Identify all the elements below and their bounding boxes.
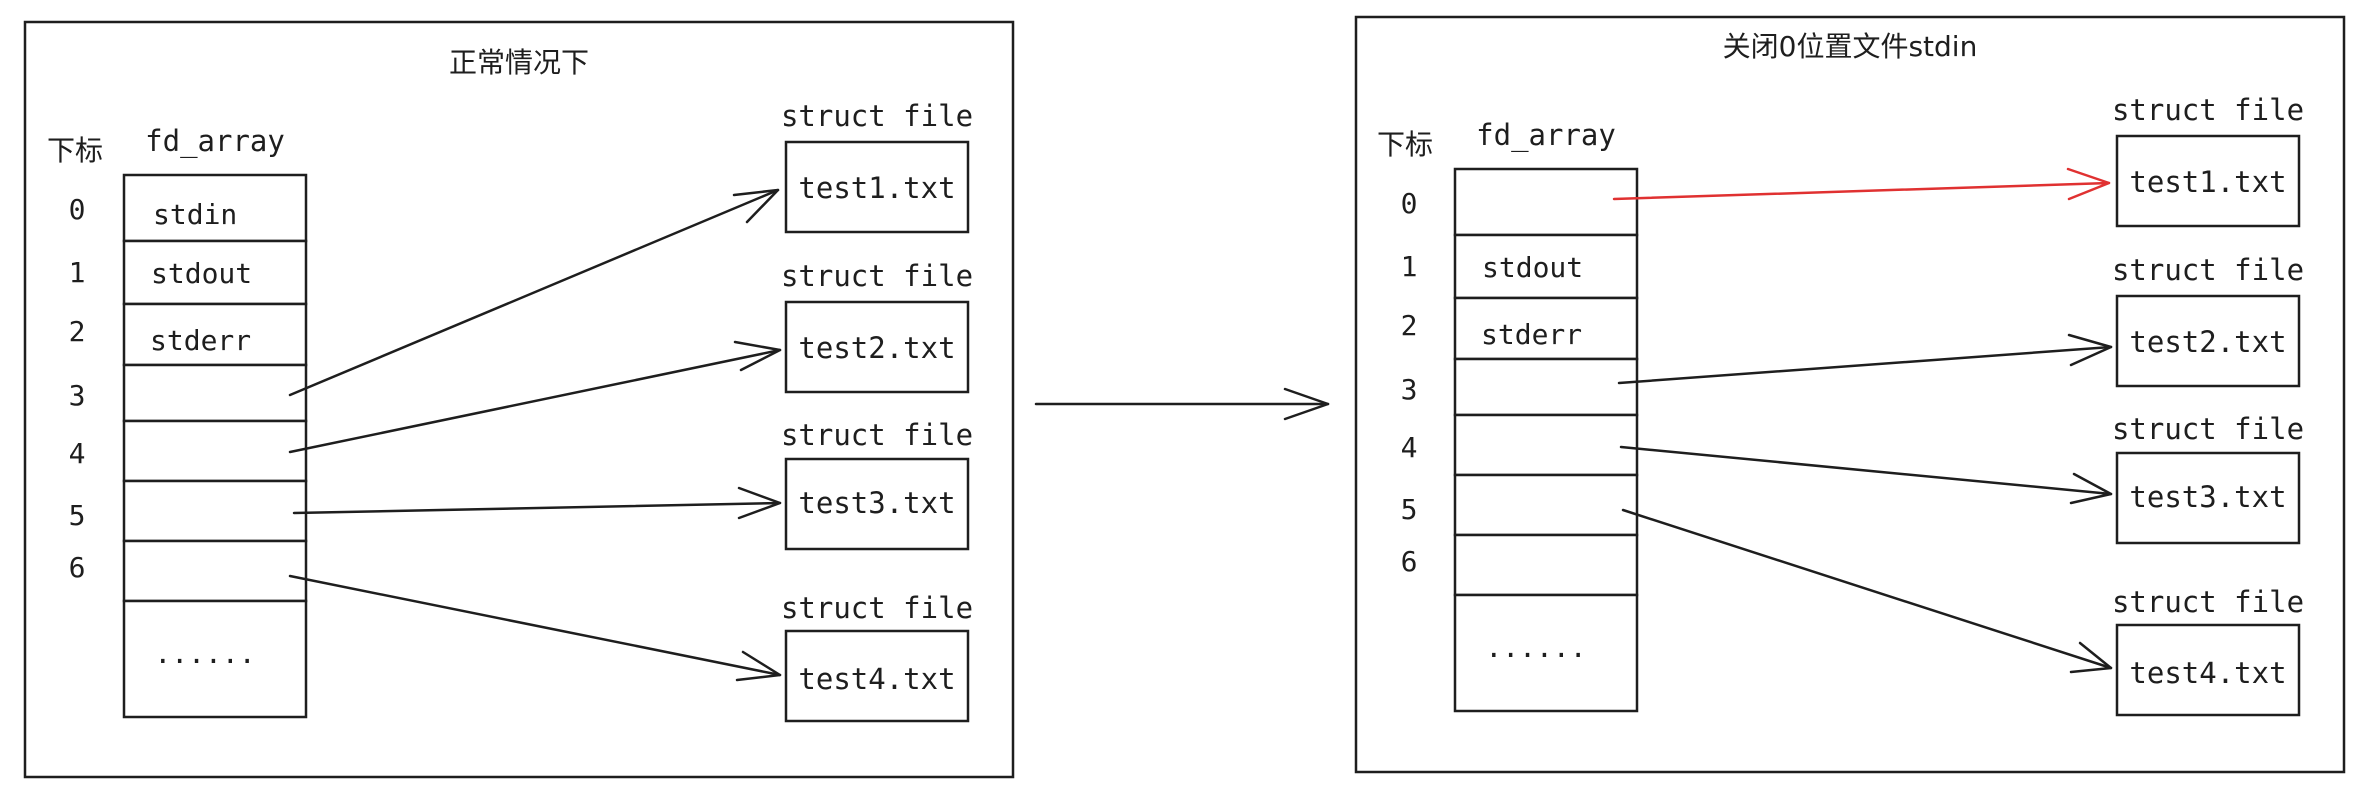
left-index-4: 4 — [69, 437, 86, 470]
left-file-3: test3.txt — [798, 486, 955, 520]
left-index-header: 下标 — [47, 134, 103, 167]
right-arrows — [1612, 167, 2113, 674]
right-index-1: 1 — [1401, 250, 1418, 283]
left-file-box-1 — [784, 140, 970, 234]
left-array-header: fd_array — [145, 124, 285, 159]
left-fd-cell-5 — [122, 479, 308, 543]
right-fd-cell-0 — [1453, 167, 1639, 237]
right-index-5: 5 — [1401, 493, 1418, 526]
right-struct-label-1: struct file — [2112, 93, 2304, 127]
right-file-3: test3.txt — [2129, 480, 2286, 514]
right-file-2: test2.txt — [2129, 325, 2286, 359]
left-fd-cell-0-label: stdin — [153, 198, 237, 231]
left-index-2: 2 — [69, 315, 86, 348]
left-panel-title: 正常情况下 — [449, 46, 589, 79]
left-file-box-2 — [784, 300, 970, 394]
left-arrow-fd6-to-test4 — [288, 574, 782, 682]
right-index-3: 3 — [1401, 373, 1418, 406]
right-file-box-1 — [2115, 134, 2301, 228]
right-fd-cell-1-label: stdout — [1482, 251, 1583, 284]
right-fd-cell-4 — [1453, 413, 1639, 477]
right-index-0: 0 — [1401, 187, 1418, 220]
left-fd-ellipsis: ...... — [154, 637, 255, 670]
left-fd-array: stdin stdout stderr ...... — [122, 173, 308, 719]
left-index-3: 3 — [69, 379, 86, 412]
right-fd-cell-6 — [1453, 533, 1639, 597]
right-file-1: test1.txt — [2129, 165, 2286, 199]
left-arrow-fd5-to-test3 — [292, 486, 782, 520]
left-fd-cell-3 — [122, 363, 308, 423]
right-file-box-3 — [2115, 451, 2301, 545]
right-index-6: 6 — [1401, 545, 1418, 578]
right-struct-label-3: struct file — [2112, 412, 2304, 446]
left-struct-label-1: struct file — [781, 99, 973, 133]
left-file-1: test1.txt — [798, 171, 955, 205]
right-struct-label-2: struct file — [2112, 253, 2304, 287]
right-arrow-fd0-to-test1 — [1612, 167, 2111, 201]
right-fd-cell-more — [1453, 593, 1639, 713]
left-index-6: 6 — [69, 551, 86, 584]
right-fd-cell-3 — [1453, 357, 1639, 417]
left-file-4: test4.txt — [798, 662, 955, 696]
left-struct-label-4: struct file — [781, 591, 973, 625]
right-file-box-2 — [2115, 294, 2301, 388]
right-fd-cell-1 — [1453, 233, 1639, 300]
right-file-4: test4.txt — [2129, 656, 2286, 690]
left-fd-cell-4 — [122, 419, 308, 483]
right-array-header: fd_array — [1476, 118, 1616, 153]
left-fd-cell-6 — [122, 539, 308, 603]
transition-arrow — [1034, 387, 1330, 421]
right-fd-ellipsis: ...... — [1485, 631, 1586, 664]
right-struct-files: struct file test1.txt struct file test2.… — [2112, 93, 2304, 717]
left-index-1: 1 — [69, 256, 86, 289]
left-fd-cell-more — [122, 599, 308, 719]
right-fd-array: stdout stderr ...... — [1453, 167, 1639, 713]
left-struct-files: struct file test1.txt struct file test2.… — [781, 99, 973, 723]
left-arrow-fd4-to-test2 — [288, 340, 782, 454]
left-file-box-4 — [784, 629, 970, 723]
left-arrow-fd3-to-test1 — [288, 188, 780, 397]
right-file-box-4 — [2115, 623, 2301, 717]
right-index-header: 下标 — [1377, 128, 1433, 161]
left-fd-cell-1-label: stdout — [151, 257, 252, 290]
right-fd-cell-2 — [1453, 296, 1639, 361]
left-index-0: 0 — [69, 193, 86, 226]
right-struct-label-4: struct file — [2112, 585, 2304, 619]
right-fd-cell-5 — [1453, 473, 1639, 537]
right-arrow-fd3-to-test2 — [1617, 333, 2113, 385]
left-fd-cell-2-label: stderr — [150, 324, 251, 357]
right-index-4: 4 — [1401, 431, 1418, 464]
left-index-5: 5 — [69, 499, 86, 532]
right-panel-title: 关闭0位置文件stdin — [1723, 30, 1978, 63]
left-file-2: test2.txt — [798, 331, 955, 365]
left-arrows — [288, 188, 782, 682]
right-fd-cell-2-label: stderr — [1481, 318, 1582, 351]
left-struct-label-2: struct file — [781, 259, 973, 293]
left-struct-label-3: struct file — [781, 418, 973, 452]
left-fd-cell-0 — [122, 173, 308, 243]
left-fd-cell-2 — [122, 302, 308, 367]
left-file-box-3 — [784, 457, 970, 551]
right-arrow-fd4-to-test3 — [1619, 445, 2113, 505]
left-panel: 正常情况下 下标 fd_array 0 1 2 3 4 5 6 stdin st… — [23, 20, 1015, 779]
right-arrow-fd5-to-test4 — [1621, 508, 2113, 674]
right-index-2: 2 — [1401, 309, 1418, 342]
right-panel: 关闭0位置文件stdin 下标 fd_array 0 1 2 3 4 5 6 s… — [1354, 15, 2346, 774]
